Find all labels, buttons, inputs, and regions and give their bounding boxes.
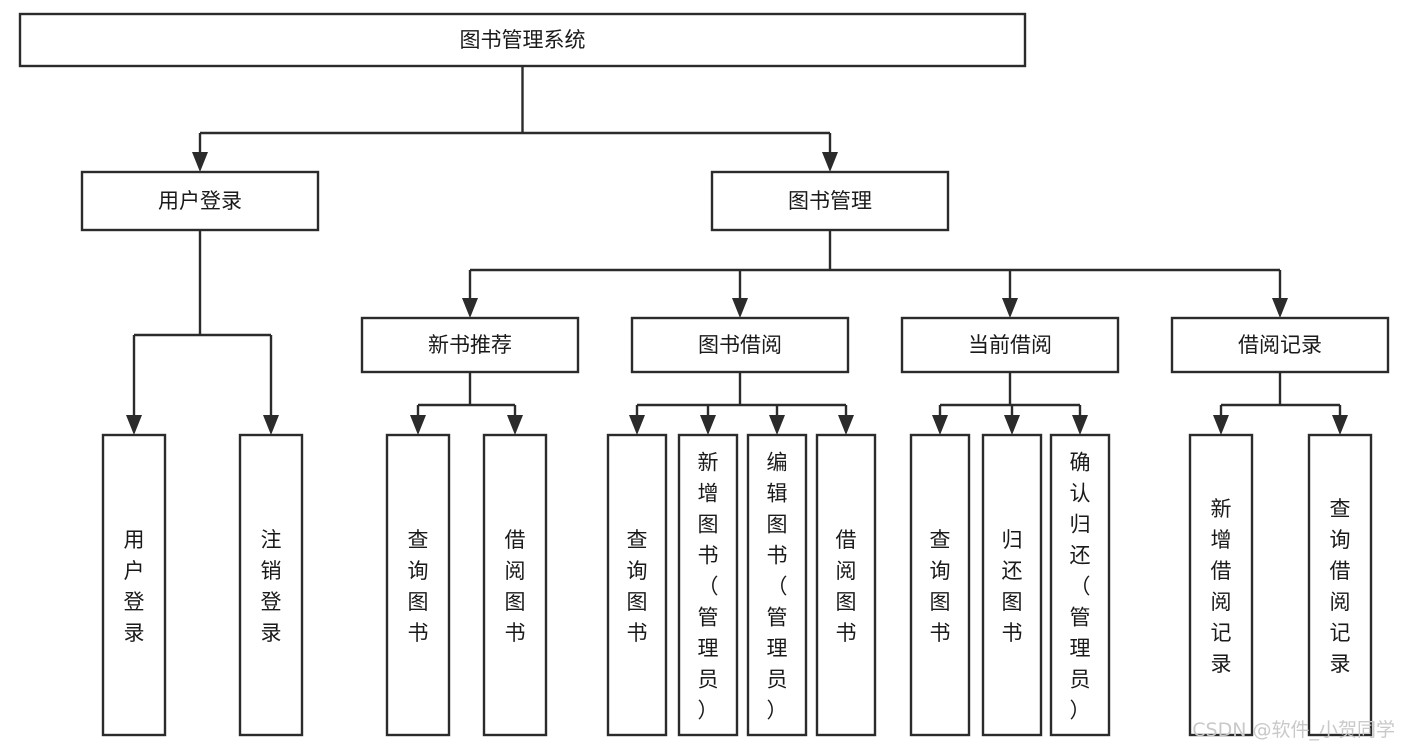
node-label: 图书管理系统 [460,28,586,52]
arrow-down-icon-user-login [192,152,208,172]
node-box-rect [482,433,548,737]
node-box-rect [1188,433,1254,737]
node-label: 当前借阅 [968,333,1052,357]
node-leaf-leaf-user-login[interactable]: 用户登录 [101,433,167,737]
node-box-rect [909,433,971,737]
node-box-rect [1307,433,1373,737]
node-level2-book-manage[interactable]: 图书管理 [710,170,950,232]
node-label: 图书管理 [788,189,872,213]
node-leaf-leaf-return-book[interactable]: 归还图书 [981,433,1043,737]
node-leaf-leaf-query-book-2[interactable]: 查询图书 [606,433,668,737]
node-leaf-leaf-logout[interactable]: 注销登录 [238,433,304,737]
node-box-rect [710,170,950,232]
node-leaf-leaf-borrow-book-1[interactable]: 借阅图书 [482,433,548,737]
node-label: 归还图书 [1002,528,1023,645]
node-box-rect [1049,433,1111,737]
node-leaf-leaf-query-book-1[interactable]: 查询图书 [385,433,451,737]
node-label: 查询图书 [627,528,648,645]
node-box-rect [385,433,451,737]
node-label: 查询图书 [408,528,429,645]
arrow-down-icon-leaf-add-record [1213,415,1229,435]
arrow-down-icon-leaf-add-book [700,415,716,435]
node-box-rect [677,433,739,737]
arrow-down-icon-leaf-borrow-book-2 [838,415,854,435]
node-label: 确认归还（管理员） [1070,451,1091,723]
watermark-label: CSDN @软件_小贺同学 [1192,719,1395,741]
node-label: 查询图书 [930,528,951,645]
node-leaf-leaf-add-record[interactable]: 新增借阅记录 [1188,433,1254,737]
arrow-down-icon-book-borrow [732,298,748,318]
node-leaf-leaf-edit-book[interactable]: 编辑图书（管理员） [746,433,808,737]
arrow-down-icon-leaf-borrow-book-1 [507,415,523,435]
node-level3-borrow-record[interactable]: 借阅记录 [1170,316,1390,374]
arrow-down-icon-leaf-confirm-return [1072,415,1088,435]
node-box-rect [746,433,808,737]
arrow-down-icon-leaf-logout [263,415,279,435]
arrow-down-icon-leaf-edit-book [769,415,785,435]
arrow-down-icon-current-borrow [1002,298,1018,318]
node-leaf-leaf-add-book[interactable]: 新增图书（管理员） [677,433,739,737]
node-level3-current-borrow[interactable]: 当前借阅 [900,316,1120,374]
node-label: 新增借阅记录 [1211,497,1232,676]
connector-lines-group [126,66,1348,435]
arrow-down-icon-leaf-query-book-3 [932,415,948,435]
node-boxes-group: 图书管理系统用户登录图书管理新书推荐图书借阅当前借阅借阅记录用户登录注销登录查询… [18,12,1390,737]
node-label: 借阅记录 [1238,333,1322,357]
arrow-down-icon-leaf-query-record [1332,415,1348,435]
arrow-down-icon-leaf-user-login [126,415,142,435]
node-label: 图书借阅 [698,333,782,357]
node-leaf-leaf-query-book-3[interactable]: 查询图书 [909,433,971,737]
node-box-rect [238,433,304,737]
arrow-down-icon-new-book-recommend [462,298,478,318]
node-label: 借阅图书 [505,528,526,645]
node-level3-book-borrow[interactable]: 图书借阅 [630,316,850,374]
arrow-down-icon-leaf-return-book [1004,415,1020,435]
node-label: 新书推荐 [428,333,512,357]
node-box-rect [1170,316,1390,374]
node-box-rect [606,433,668,737]
node-box-rect [981,433,1043,737]
node-label: 借阅图书 [836,528,857,645]
node-level2-user-login[interactable]: 用户登录 [80,170,320,232]
arrow-down-icon-book-manage [822,152,838,172]
node-box-rect [360,316,580,374]
arrow-down-icon-borrow-record [1272,298,1288,318]
node-label: 编辑图书（管理员） [767,451,788,723]
arrow-down-icon-leaf-query-book-1 [410,415,426,435]
node-box-rect [815,433,877,737]
node-box-rect [80,170,320,232]
node-leaf-leaf-borrow-book-2[interactable]: 借阅图书 [815,433,877,737]
node-label: 用户登录 [158,189,242,213]
node-label: 注销登录 [261,528,282,645]
node-leaf-leaf-query-record[interactable]: 查询借阅记录 [1307,433,1373,737]
node-label: 用户登录 [124,528,145,645]
node-box-rect [630,316,850,374]
node-box-rect [18,12,1027,68]
node-label: 查询借阅记录 [1330,497,1351,676]
arrow-down-icon-leaf-query-book-2 [629,415,645,435]
node-box-rect [900,316,1120,374]
node-box-rect [101,433,167,737]
node-root-root[interactable]: 图书管理系统 [18,12,1027,68]
node-level3-new-book-recommend[interactable]: 新书推荐 [360,316,580,374]
node-label: 新增图书（管理员） [698,451,719,723]
node-leaf-leaf-confirm-return[interactable]: 确认归还（管理员） [1049,433,1111,737]
